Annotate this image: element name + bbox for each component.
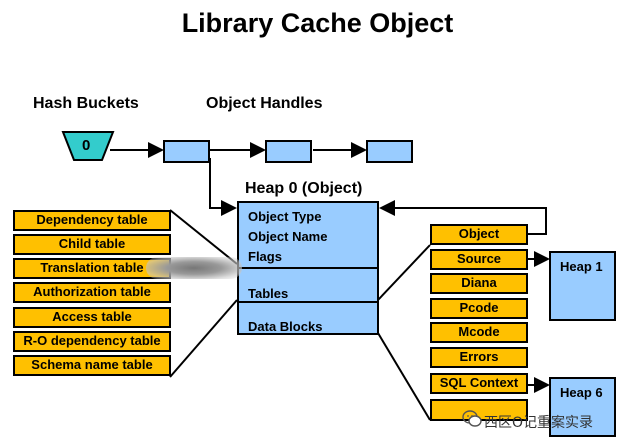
handle-to-heap0-arrow <box>209 158 237 216</box>
wechat-icon <box>462 410 482 427</box>
mcode-block: Mcode <box>430 322 528 343</box>
object-block: Object <box>430 224 528 245</box>
heap0-tables: Tables <box>248 286 289 301</box>
heap0-title: Heap 0 (Object) <box>245 180 363 197</box>
heap6-box: Heap 6 <box>549 377 616 437</box>
object-handle-1 <box>163 140 210 163</box>
blurred-region <box>146 257 242 279</box>
object-handles-label: Object Handles <box>206 95 323 112</box>
object-handle-2 <box>265 140 312 163</box>
object-to-heap0-arrow <box>379 200 547 235</box>
heap0-object-name: Object Name <box>248 229 328 244</box>
object-handle-3 <box>366 140 413 163</box>
heap0-divider-2 <box>239 301 377 303</box>
access-table: Access table <box>13 307 171 328</box>
source-block: Source <box>430 249 528 270</box>
child-table: Child table <box>13 234 171 255</box>
authorization-table: Authorization table <box>13 282 171 303</box>
heap0-flags: Flags <box>248 249 282 264</box>
heap0-data-blocks: Data Blocks <box>248 319 323 334</box>
schema-name-table: Schema name table <box>13 355 171 376</box>
diagram-title: Library Cache Object <box>181 8 454 38</box>
hash-bucket-shape <box>61 131 115 161</box>
ro-dependency-table: R-O dependency table <box>13 331 171 352</box>
heap0-divider-1 <box>239 267 377 269</box>
heap0-box: Object Type Object Name Flags Tables Dat… <box>237 201 379 335</box>
hash-buckets-label: Hash Buckets <box>33 95 139 112</box>
tables-fan-line-top <box>169 209 238 265</box>
translation-table: Translation table <box>13 258 171 279</box>
blocks-fan-line-bottom <box>377 332 431 421</box>
heap0-object-type: Object Type <box>248 209 322 224</box>
pcode-block: Pcode <box>430 298 528 319</box>
dependency-table: Dependency table <box>13 210 171 231</box>
heap1-box: Heap 1 <box>549 251 616 321</box>
hash-bucket-value: 0 <box>82 137 91 154</box>
diana-block: Diana <box>430 273 528 294</box>
sql-context-block: SQL Context <box>430 373 528 394</box>
heap6-label: Heap 6 <box>560 385 603 400</box>
watermark-text: 西区O记重案实录 <box>484 415 594 431</box>
tables-fan-line-bottom <box>169 299 238 378</box>
errors-block: Errors <box>430 347 528 368</box>
heap1-label: Heap 1 <box>560 259 603 274</box>
blocks-fan-line-top <box>377 244 431 301</box>
